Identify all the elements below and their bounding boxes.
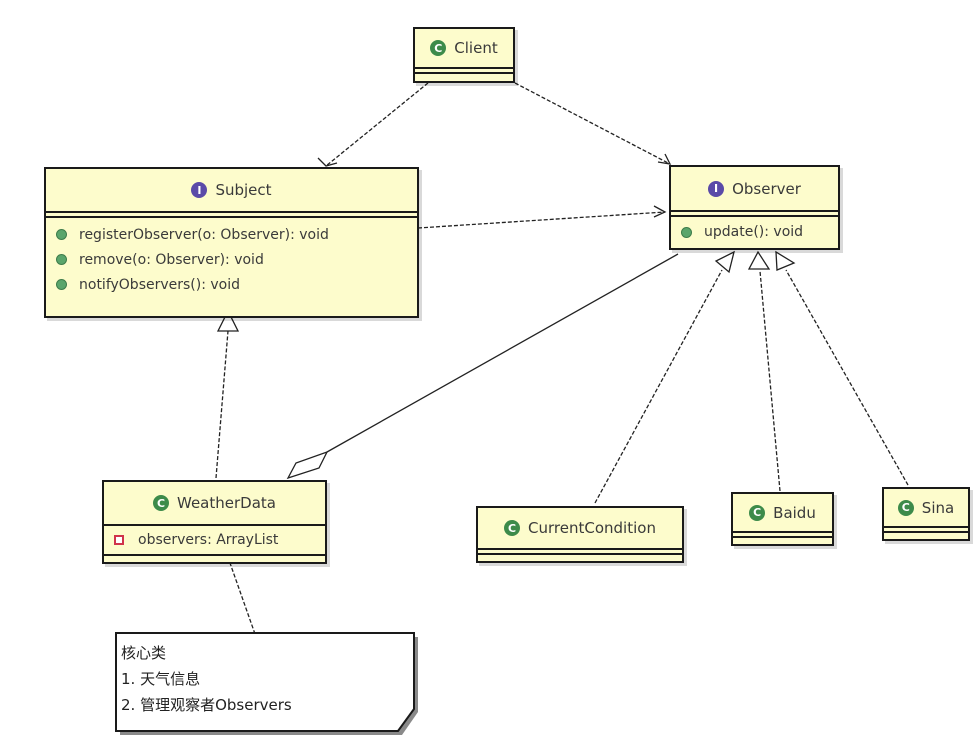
realization-triangle-baidu bbox=[747, 250, 771, 270]
class-icon: C bbox=[430, 40, 447, 56]
note-weatherdata-link bbox=[229, 562, 256, 635]
class-name: WeatherData bbox=[177, 494, 276, 512]
interface-observer[interactable]: I Observer update(): void bbox=[669, 165, 840, 250]
interface-icon: I bbox=[191, 182, 208, 198]
divider bbox=[104, 554, 325, 558]
weatherdata-observer-aggregation bbox=[326, 253, 679, 453]
note-line: 1. 天气信息 bbox=[121, 670, 201, 688]
arrow-head-observer-top bbox=[657, 153, 672, 165]
class-baidu[interactable]: C Baidu bbox=[731, 492, 834, 546]
note-border bbox=[115, 632, 415, 732]
divider bbox=[733, 533, 832, 538]
note-line: 2. 管理观察者Observers bbox=[121, 696, 292, 714]
realization-triangle-sina bbox=[775, 250, 796, 271]
weatherdata-subject-realization bbox=[215, 330, 229, 479]
field-row[interactable]: observers: ArrayList bbox=[104, 526, 325, 554]
interface-name: Subject bbox=[215, 181, 272, 199]
interface-header: I Subject bbox=[46, 169, 417, 213]
method-row[interactable]: remove(o: Observer): void bbox=[46, 247, 417, 272]
public-method-icon bbox=[56, 254, 67, 265]
client-subject-dependency bbox=[325, 82, 429, 167]
class-header: C CurrentCondition bbox=[478, 508, 682, 550]
method-signature: notifyObservers(): void bbox=[79, 276, 241, 293]
interface-subject[interactable]: I Subject registerObserver(o: Observer):… bbox=[44, 167, 419, 318]
subject-observer-dependency bbox=[417, 211, 666, 229]
public-method-icon bbox=[56, 279, 67, 290]
divider bbox=[46, 213, 417, 218]
method-signature: update(): void bbox=[704, 224, 804, 240]
class-icon: C bbox=[749, 504, 766, 521]
method-row[interactable]: registerObserver(o: Observer): void bbox=[46, 222, 417, 247]
divider bbox=[415, 69, 513, 74]
class-header: C Sina bbox=[884, 489, 968, 528]
class-name: CurrentCondition bbox=[528, 519, 656, 537]
class-icon: C bbox=[897, 499, 914, 516]
class-header: C WeatherData bbox=[104, 482, 325, 526]
class-header: C Client bbox=[415, 29, 513, 69]
class-weatherdata[interactable]: C WeatherData observers: ArrayList bbox=[102, 480, 327, 564]
method-signature: remove(o: Observer): void bbox=[79, 251, 264, 268]
class-name: Baidu bbox=[773, 503, 816, 522]
method-signature: registerObserver(o: Observer): void bbox=[79, 226, 329, 243]
client-observer-dependency bbox=[514, 82, 671, 165]
divider bbox=[671, 212, 838, 217]
public-method-icon bbox=[681, 226, 692, 238]
currentcondition-observer-realization bbox=[594, 269, 723, 504]
class-header: C Baidu bbox=[733, 494, 832, 533]
aggregation-diamond bbox=[286, 450, 329, 480]
note-line: 核心类 bbox=[121, 644, 167, 662]
baidu-observer-realization bbox=[759, 270, 781, 492]
interface-name: Observer bbox=[732, 179, 801, 198]
class-icon: C bbox=[504, 520, 521, 536]
class-sina[interactable]: C Sina bbox=[882, 487, 970, 541]
private-field-icon bbox=[114, 535, 124, 545]
divider bbox=[884, 528, 968, 533]
interface-header: I Observer bbox=[671, 167, 838, 212]
field-signature: observers: ArrayList bbox=[138, 532, 279, 548]
public-method-icon bbox=[56, 229, 67, 240]
method-row[interactable]: notifyObservers(): void bbox=[46, 272, 417, 297]
class-currentcondition[interactable]: C CurrentCondition bbox=[476, 506, 684, 563]
realization-triangle-currentcondition bbox=[714, 250, 735, 274]
method-row[interactable]: update(): void bbox=[671, 217, 838, 247]
arrow-head-subject bbox=[317, 157, 338, 167]
interface-icon: I bbox=[708, 180, 725, 197]
sina-observer-realization bbox=[785, 269, 909, 486]
divider bbox=[478, 550, 682, 555]
note[interactable]: 核心类 1. 天气信息 2. 管理观察者Observers bbox=[117, 634, 415, 732]
arrow-head-observer-side bbox=[653, 205, 667, 218]
realization-triangle-subject bbox=[216, 309, 240, 332]
class-name: Client bbox=[454, 39, 498, 57]
class-name: Sina bbox=[921, 498, 955, 517]
class-icon: C bbox=[153, 495, 169, 511]
class-client[interactable]: C Client bbox=[413, 27, 515, 83]
